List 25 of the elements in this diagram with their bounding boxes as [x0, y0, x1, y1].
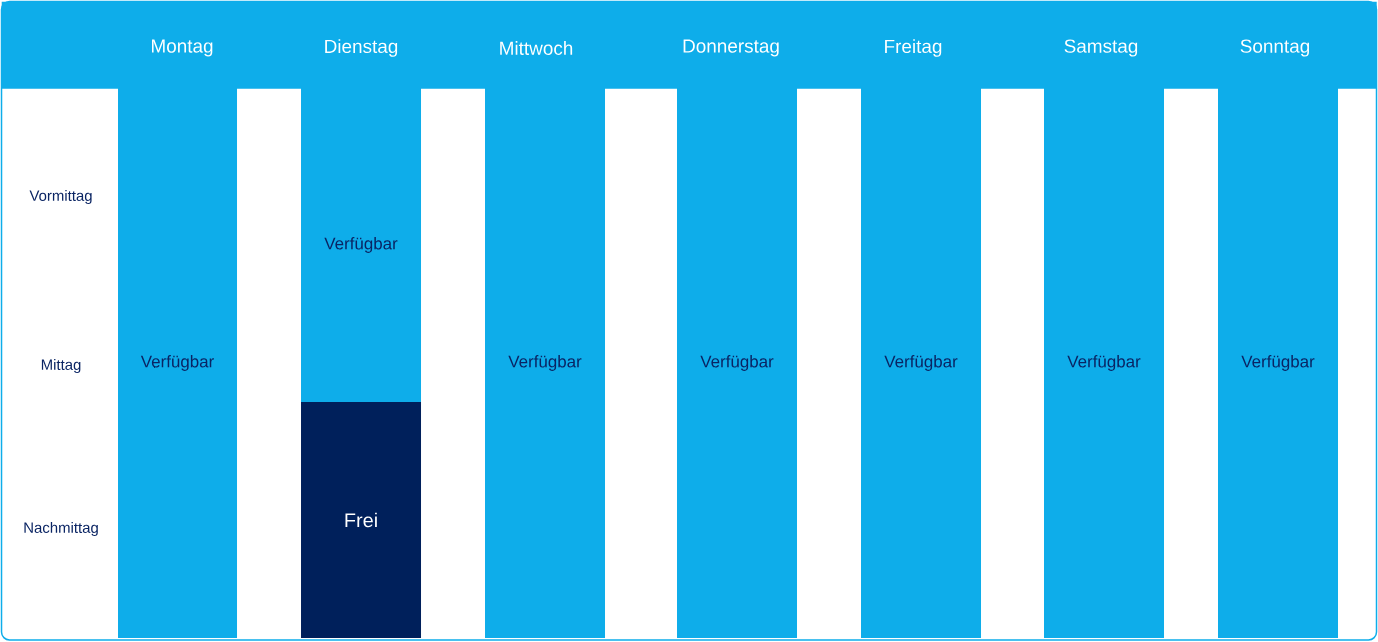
availability-bar: Verfügbar	[301, 88, 421, 402]
availability-bar: Verfügbar	[1218, 88, 1338, 638]
node-label: Verfügbar	[324, 237, 398, 253]
node-label: Verfügbar	[1067, 355, 1141, 371]
node-label: Verfügbar	[700, 355, 774, 371]
availability-bar: Verfügbar	[677, 88, 797, 638]
day-label: Donnerstag	[683, 39, 779, 57]
row-label: Mittag	[41, 359, 81, 373]
day-label: Freitag	[885, 39, 942, 57]
day-label: Dienstag	[325, 39, 398, 57]
day-label: Montag	[152, 39, 213, 57]
day-label: Sonntag	[1240, 39, 1310, 57]
node-label: Verfügbar	[508, 355, 582, 371]
node-label: Verfügbar	[1241, 355, 1315, 371]
row-label: Vormittag	[29, 190, 92, 204]
free-block: Frei	[301, 402, 421, 638]
availability-bar: Verfügbar	[118, 88, 237, 638]
availability-bar: Verfügbar	[1044, 88, 1164, 638]
availability-bar: Verfügbar	[861, 88, 981, 638]
availability-bar: Verfügbar	[485, 88, 605, 638]
day-label: Samstag	[1064, 39, 1138, 57]
node-label: Verfügbar	[884, 355, 958, 371]
row-label: Nachmittag	[24, 522, 98, 536]
day-label: Mittwoch	[500, 41, 573, 55]
node-label: Verfügbar	[140, 355, 214, 371]
